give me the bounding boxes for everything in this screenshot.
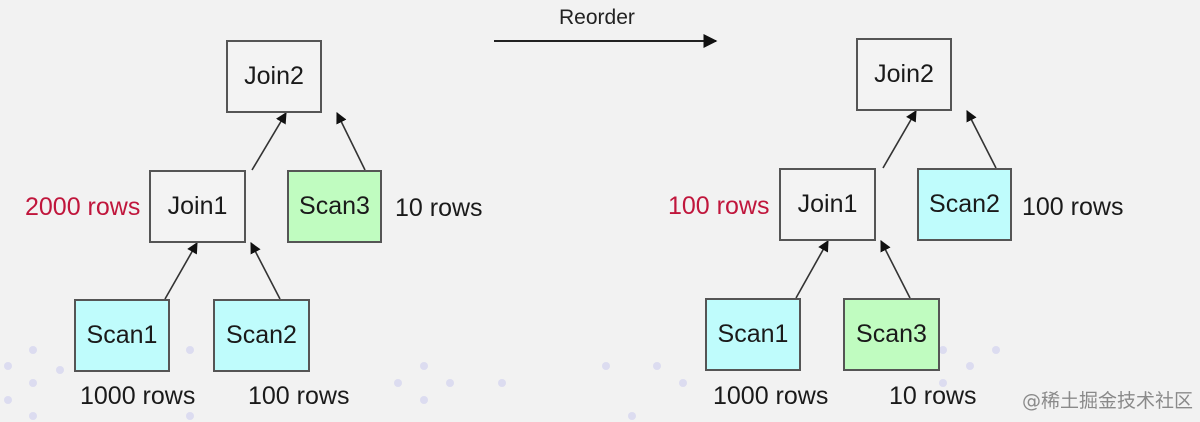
reorder-label: Reorder [559,6,635,29]
after-join1-rows-label: 100 rows [668,192,770,220]
edge-after-scan1-to-join1 [795,240,829,299]
before-join1-node: Join1 [149,170,246,243]
after-scan1-rows-label: 1000 rows [713,382,829,410]
edge-after-scan3-to-join1 [880,240,911,299]
before-join2-node: Join2 [226,40,322,113]
after-scan2-node: Scan2 [917,168,1012,241]
before-scan1-node: Scan1 [74,299,170,372]
edge-after-scan2-to-join2 [966,110,997,169]
after-scan3-rows-label: 10 rows [889,382,977,410]
edge-before-scan2-to-join1 [250,242,281,300]
after-scan2-rows-label: 100 rows [1022,193,1124,221]
after-join1-node: Join1 [779,168,876,241]
before-scan2-node: Scan2 [213,299,310,372]
edge-before-scan1-to-join1 [164,242,198,300]
before-scan2-rows-label: 100 rows [248,382,350,410]
after-scan3-node: Scan3 [843,298,940,371]
before-scan1-rows-label: 1000 rows [80,382,196,410]
watermark: @稀土掘金技术社区 [1022,390,1194,412]
after-scan1-node: Scan1 [705,298,801,371]
edge-before-scan3-to-join2 [336,111,366,171]
before-scan3-rows-label: 10 rows [395,194,483,222]
after-join2-node: Join2 [856,38,952,111]
edge-before-join1-to-join2 [251,112,287,171]
before-join1-rows-label: 2000 rows [25,193,141,221]
edge-after-join1-to-join2 [882,110,917,169]
background-dots [4,346,1000,420]
before-scan3-node: Scan3 [287,170,382,243]
